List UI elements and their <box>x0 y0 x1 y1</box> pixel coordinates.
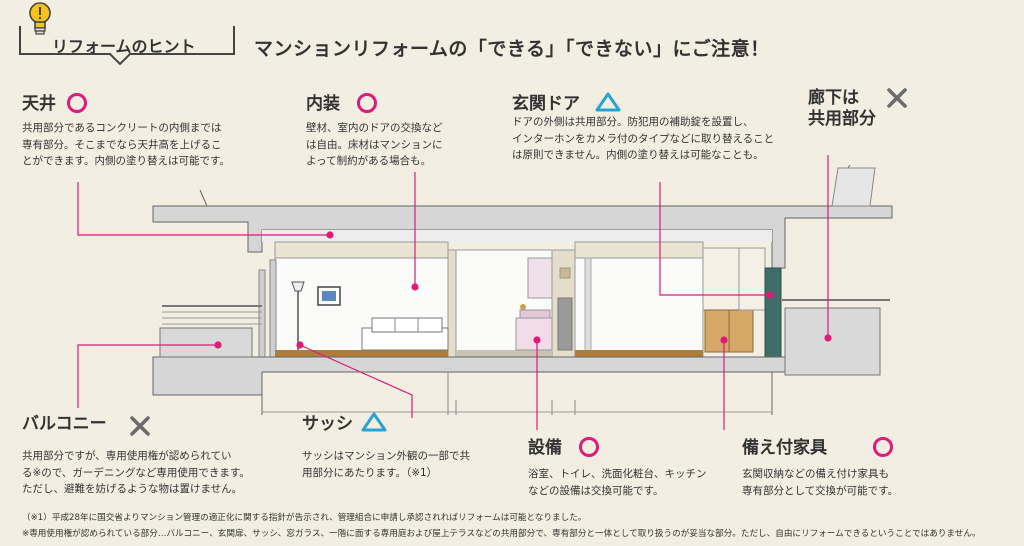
corridor-structure <box>782 299 890 376</box>
balcony-label: バルコニー <box>22 414 107 434</box>
interior-desc: 壁材、室内のドアの交換など は自由。床材はマンションに よって制約がある場合も。 <box>306 122 443 167</box>
lower-slab <box>152 356 797 415</box>
sash-desc: サッシはマンション外観の一部で共 用部分にあたります。（※1） <box>302 450 470 479</box>
furniture-desc: 玄関収納などの備え付け家具も 専有部分として交換が可能です。 <box>742 468 899 497</box>
hint-tag-label: リフォームのヒント <box>52 37 196 56</box>
sash-label: サッシ <box>302 414 353 434</box>
hint-bracket <box>19 26 235 66</box>
leader-dots <box>214 231 832 349</box>
equipment-label: 設備 <box>528 438 562 458</box>
interior-label: 内装 <box>306 94 340 114</box>
footnote-1: （※1）平成28年に国交省よりマンション管理の適正化に関する指針が告示され、管理… <box>22 513 587 523</box>
entrance-door-desc: ドアの外側は共用部分。防犯用の補助錠を設置し、 インターホンをカメラ付のタイプな… <box>512 116 775 161</box>
circle-ok-icon <box>357 93 377 113</box>
entrance-door-label: 玄関ドア <box>512 94 580 114</box>
cross-ng-icon <box>130 416 150 436</box>
ceiling-label: 天井 <box>22 94 56 114</box>
furniture-label: 備え付家具 <box>742 438 827 458</box>
balcony-structure <box>159 305 262 358</box>
equipment-desc: 浴室、トイレ、洗面化粧台、キッチン などの設備は交換可能です。 <box>528 468 707 497</box>
lightbulb-icon <box>29 2 51 35</box>
leader-lines <box>77 155 829 430</box>
circle-ok-icon <box>579 437 599 457</box>
balcony-desc: 共用部分ですが、専用使用権が認められてい る※ので、ガーデニングなど専用使用でき… <box>22 450 250 495</box>
hint-tag: リフォームのヒント <box>12 2 242 74</box>
cross-ng-icon <box>887 88 907 108</box>
corridor-label: 廊下は 共用部分 <box>808 88 876 129</box>
footnote-2: ※専用使用権が認められている部分…バルコニー、玄関扉、サッシ、窓ガラス、一階に面… <box>22 529 981 539</box>
triangle-partial-icon <box>595 92 621 112</box>
circle-ok-icon <box>67 93 87 113</box>
circle-ok-icon <box>873 437 893 457</box>
triangle-partial-icon <box>361 412 387 432</box>
page-title: マンションリフォームの「できる」「できない」にご注意！ <box>254 38 770 60</box>
ceiling-desc: 共用部分であるコンクリートの内側までは 専有部分。そこまでなら天井高を上げるこ … <box>22 122 230 167</box>
